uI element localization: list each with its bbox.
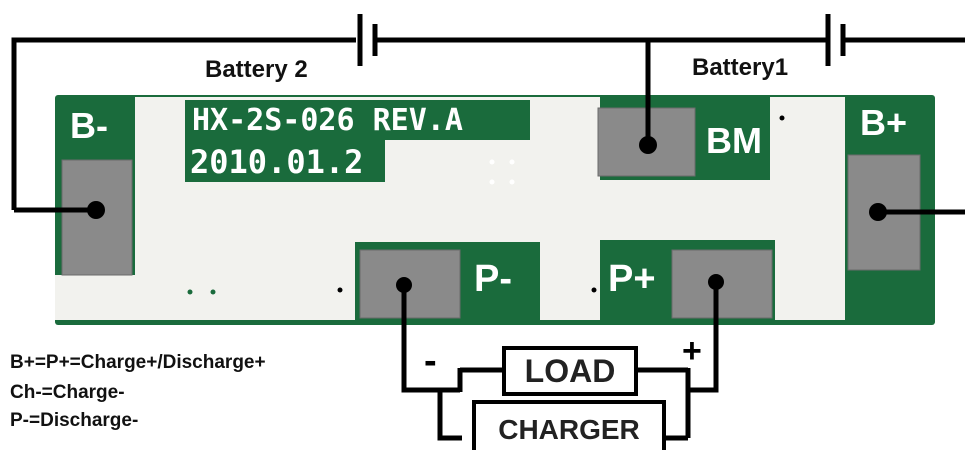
load-label: LOAD [524,353,616,389]
via [509,179,515,185]
legend-line-3: P-=Discharge- [10,410,139,431]
pad-label-bm: BM [706,120,762,161]
silkscreen-lower-left [135,242,355,275]
model-text-box [185,100,530,140]
charger-label: CHARGER [498,414,640,445]
terminal-dots [87,136,887,293]
dot-b-plus [869,203,887,221]
dot-bm [639,136,657,154]
pad-label-b-plus: B+ [860,102,908,143]
silkscreen-lower-center [540,240,600,320]
wiring [11,37,965,441]
battery1-label: Battery1 [692,54,789,81]
wire-p-minus-to-charger [437,390,462,441]
pcb-model-text: HX-2S-026 REV.A [192,103,463,138]
dot-p-minus [396,277,412,293]
via [337,287,343,293]
silkscreen-right-band [600,180,845,240]
via [187,289,193,295]
via [210,289,216,295]
load-box [502,346,638,396]
via [489,159,495,165]
silkscreen-right-top [770,97,845,187]
battery2-label: Battery 2 [205,56,308,83]
dot-b-minus [87,201,105,219]
date-text-box [185,140,385,182]
pad-label-p-minus: P- [474,258,512,300]
dot-p-plus [708,274,724,290]
silkscreen-lower-right [775,240,845,320]
legend-line-2: Ch-=Charge- [10,382,125,403]
pcb-date-text: 2010.01.2 [190,143,364,181]
charger-box [472,400,666,450]
via [489,179,495,185]
pad-label-b-minus: B- [70,105,108,146]
pad-label-p-plus: P+ [608,258,656,300]
plus-sign: + [682,332,702,370]
legend-line-1: B+=P+=Charge+/Discharge+ [10,352,266,373]
wire-p-plus-riser [688,285,719,393]
pcb-board [55,95,935,325]
wire-b-minus-to-battery2 [11,37,360,210]
silkscreen-mid-left [135,187,540,242]
via [779,115,785,121]
minus-sign: - [424,340,437,382]
battery2-symbol [356,14,378,66]
via [509,159,515,165]
battery1-symbol [825,14,846,66]
silkscreen-bottom-left [55,275,355,320]
via [591,287,597,293]
